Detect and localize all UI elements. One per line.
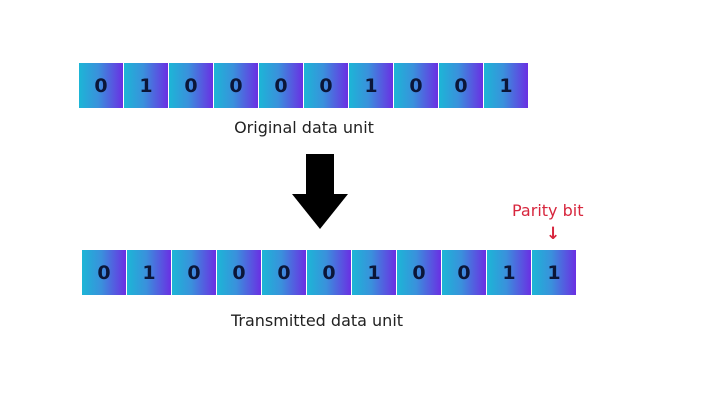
bit-cell: 0 [442,250,486,295]
bit-cell: 0 [79,63,123,108]
bit-cell: 1 [484,63,528,108]
parity-bit-cell: 1 [532,250,576,295]
original-data-label: Original data unit [234,118,374,137]
bit-cell: 0 [214,63,258,108]
bit-cell: 1 [487,250,531,295]
bit-cell: 1 [352,250,396,295]
bit-cell: 0 [259,63,303,108]
bit-cell: 0 [307,250,351,295]
transmitted-data-label: Transmitted data unit [230,311,404,330]
bit-cell: 0 [169,63,213,108]
bit-cell: 0 [394,63,438,108]
down-arrow-icon [292,154,348,229]
bit-cell: 1 [127,250,171,295]
bit-cell: 0 [172,250,216,295]
bit-cell: 0 [397,250,441,295]
parity-bit-label: Parity bit [512,201,584,220]
bit-cell: 0 [82,250,126,295]
parity-arrow-icon: ↓ [546,224,561,244]
bit-cell: 0 [217,250,261,295]
bit-cell: 0 [304,63,348,108]
bit-cell: 0 [439,63,483,108]
bit-cell: 1 [349,63,393,108]
bit-cell: 1 [124,63,168,108]
bit-cell: 0 [262,250,306,295]
